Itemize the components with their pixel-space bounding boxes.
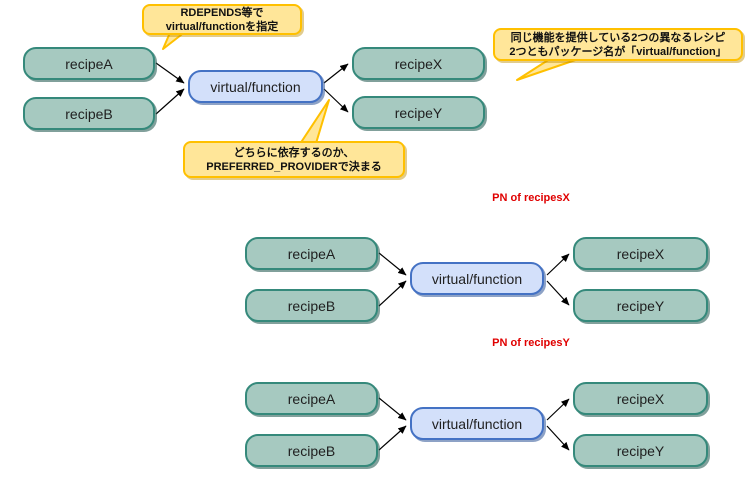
- callout-rdepends-line2: virtual/functionを指定: [165, 20, 279, 33]
- connector-line: [323, 88, 349, 113]
- callout-same-function-line2: 2つともパッケージ名が「virtual/function」: [509, 45, 727, 58]
- connector-line: [378, 252, 407, 276]
- connector-line: [155, 62, 185, 84]
- label-pn-recipesy: PN of recipesY: [492, 337, 570, 349]
- connector-line: [155, 88, 185, 115]
- callout-rdepends: RDEPENDS等で virtual/functionを指定: [142, 4, 302, 35]
- recipe-y-node: recipeY: [352, 96, 485, 129]
- recipe-a-node: recipeA: [245, 237, 378, 270]
- virtual-function-node: virtual/function: [410, 262, 544, 295]
- recipe-x-node: recipeX: [573, 382, 708, 415]
- recipe-b-node: recipeB: [23, 97, 155, 130]
- connector-line: [323, 63, 349, 84]
- recipe-x-node: recipeX: [352, 47, 485, 80]
- virtual-function-node: virtual/function: [410, 407, 544, 440]
- connector-line: [546, 425, 570, 451]
- callout-same-function: 同じ機能を提供している2つの異なるレシピ 2つともパッケージ名が「virtual…: [493, 28, 743, 61]
- connector-line: [546, 253, 570, 276]
- recipe-b-node: recipeB: [245, 289, 378, 322]
- callout-rdepends-line1: RDEPENDS等で: [180, 6, 264, 19]
- connector-line: [378, 397, 407, 421]
- connector-line: [546, 398, 570, 421]
- connector-line: [378, 425, 407, 451]
- callout-preferred-provider: どちらに依存するのか、 PREFERRED_PROVIDERで決まる: [183, 141, 405, 178]
- callout-preferred-provider-line1: どちらに依存するのか、: [233, 146, 355, 159]
- virtual-function-node: virtual/function: [188, 70, 323, 103]
- recipe-b-node: recipeB: [245, 434, 378, 467]
- connector-line: [546, 280, 570, 306]
- callout-preferred-provider-line2: PREFERRED_PROVIDERで決まる: [206, 160, 382, 173]
- connector-line: [378, 280, 407, 307]
- label-pn-recipesx: PN of recipesX: [492, 192, 570, 204]
- callout-same-function-line1: 同じ機能を提供している2つの異なるレシピ: [510, 31, 726, 44]
- recipe-a-node: recipeA: [245, 382, 378, 415]
- recipe-a-node: recipeA: [23, 47, 155, 80]
- recipe-y-node: recipeY: [573, 434, 708, 467]
- recipe-x-node: recipeX: [573, 237, 708, 270]
- recipe-y-node: recipeY: [573, 289, 708, 322]
